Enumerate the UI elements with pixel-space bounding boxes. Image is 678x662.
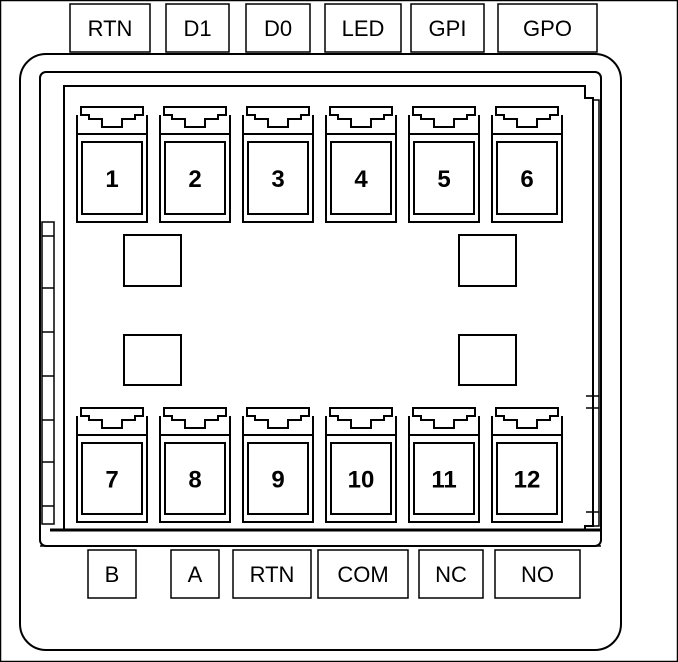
pin-number-1: 1: [105, 166, 118, 193]
connector-housing: [19, 53, 622, 651]
top-signal-labels: RTN D1 D0 LED GPI GPO: [69, 3, 598, 53]
key-square-bottom-left: [123, 334, 182, 386]
top-label-gpo: GPO: [497, 3, 598, 53]
top-label-text: GPO: [523, 16, 572, 41]
top-pin-row: 1 2 3 4 5 6: [76, 106, 563, 223]
top-label-text: RTN: [88, 16, 133, 41]
pin-1: 1: [76, 106, 148, 223]
pin-4: 4: [325, 106, 397, 223]
pin-5: 5: [408, 106, 480, 223]
pin-12: 12: [491, 407, 563, 523]
pin-number-10: 10: [348, 467, 375, 494]
bottom-label-com: COM: [317, 549, 409, 599]
bottom-label-text: COM: [337, 562, 388, 587]
bottom-label-no: NO: [494, 549, 581, 599]
bottom-label-text: RTN: [250, 562, 295, 587]
right-latch: [586, 99, 600, 527]
pin-6: 6: [491, 106, 563, 223]
pin-number-4: 4: [354, 166, 368, 193]
left-latch: [41, 221, 55, 525]
pin-2: 2: [159, 106, 231, 223]
pin-7: 7: [76, 407, 148, 523]
bottom-label-text: NC: [435, 562, 467, 587]
pin-number-7: 7: [105, 467, 118, 494]
pin-9: 9: [242, 407, 314, 523]
top-label-led: LED: [324, 3, 402, 53]
bottom-label-b: B: [87, 549, 137, 599]
top-label-text: LED: [342, 16, 385, 41]
bottom-label-nc: NC: [418, 549, 484, 599]
pin-8: 8: [159, 407, 231, 523]
pin-10: 10: [325, 407, 397, 523]
bottom-pin-row: 7 8 9 10 11 12: [76, 407, 563, 523]
pin-number-5: 5: [437, 166, 450, 193]
pin-number-8: 8: [188, 467, 201, 494]
pin-number-9: 9: [271, 467, 284, 494]
pin-number-2: 2: [188, 166, 201, 193]
bottom-label-text: A: [188, 562, 203, 587]
top-label-text: GPI: [429, 16, 467, 41]
top-label-gpi: GPI: [410, 3, 485, 53]
key-square-top-left: [123, 234, 182, 287]
bottom-label-text: B: [105, 562, 120, 587]
pin-number-6: 6: [520, 166, 533, 193]
top-label-text: D0: [264, 16, 292, 41]
top-label-rtn: RTN: [69, 3, 151, 53]
bottom-label-rtn: RTN: [232, 549, 312, 599]
top-label-d0: D0: [245, 3, 311, 53]
pin-11: 11: [408, 407, 480, 523]
key-square-bottom-right: [458, 334, 517, 386]
bottom-label-text: NO: [521, 562, 554, 587]
key-square-top-right: [458, 234, 517, 287]
bottom-signal-labels: B A RTN COM NC NO: [87, 549, 581, 599]
bottom-label-a: A: [170, 549, 220, 599]
pin-number-3: 3: [271, 166, 284, 193]
top-label-d1: D1: [165, 3, 230, 53]
top-label-text: D1: [183, 16, 211, 41]
connector-cavity: [63, 85, 594, 531]
pin-3: 3: [242, 106, 314, 223]
pin-number-11: 11: [431, 467, 456, 494]
pin-number-12: 12: [514, 467, 541, 494]
